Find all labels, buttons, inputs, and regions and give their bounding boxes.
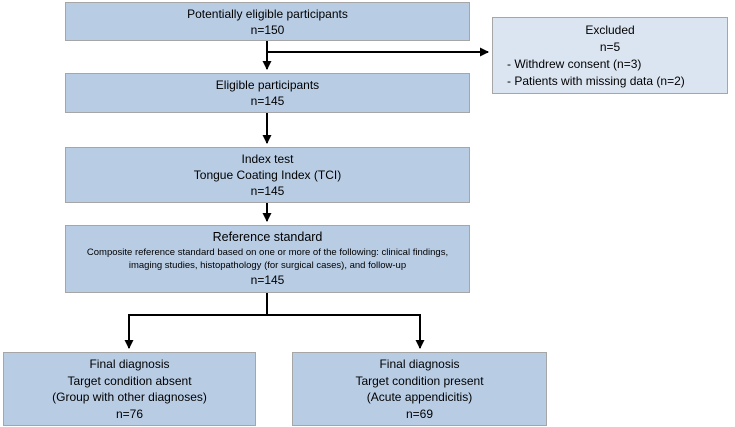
count-line: n=150 — [250, 22, 285, 37]
count-line: n=5 — [599, 39, 621, 54]
count-line: n=69 — [405, 406, 434, 421]
flow-box-eligible: Eligible participants n=145 — [65, 73, 470, 113]
count-line: n=145 — [250, 94, 285, 108]
box-line: Target condition present — [355, 373, 484, 388]
box-line: Eligible participants — [215, 78, 320, 92]
count-line: n=145 — [250, 273, 285, 287]
flow-box-excluded: Excluded n=5 - Withdrew consent (n=3) - … — [492, 17, 728, 94]
box-line: Final diagnosis — [379, 357, 460, 371]
flow-box-final-diagnosis-present: Final diagnosis Target condition present… — [292, 352, 547, 426]
exclusion-reason: - Withdrew consent (n=3) — [507, 56, 642, 71]
box-line: (Acute appendicitis) — [366, 390, 473, 404]
box-line: Index test — [241, 152, 294, 166]
box-title: Reference standard — [212, 230, 323, 244]
flow-box-final-diagnosis-absent: Final diagnosis Target condition absent … — [3, 352, 256, 426]
box-title: Excluded — [585, 22, 635, 37]
count-line: n=76 — [115, 406, 144, 421]
reference-description: Composite reference standard based on on… — [86, 247, 449, 271]
flow-box-index-test: Index test Tongue Coating Index (TCI) n=… — [65, 147, 470, 203]
box-line: Target condition absent — [67, 373, 192, 388]
box-line: Tongue Coating Index (TCI) — [193, 168, 342, 182]
flow-box-potentially-eligible: Potentially eligible participants n=150 — [65, 2, 470, 41]
box-line: Final diagnosis — [89, 357, 170, 371]
flow-box-reference-standard: Reference standard Composite reference s… — [65, 225, 470, 293]
exclusion-reason: - Patients with missing data (n=2) — [507, 73, 685, 88]
count-line: n=145 — [250, 184, 285, 198]
box-line: (Group with other diagnoses) — [52, 390, 207, 404]
box-line: Potentially eligible participants — [187, 6, 348, 21]
